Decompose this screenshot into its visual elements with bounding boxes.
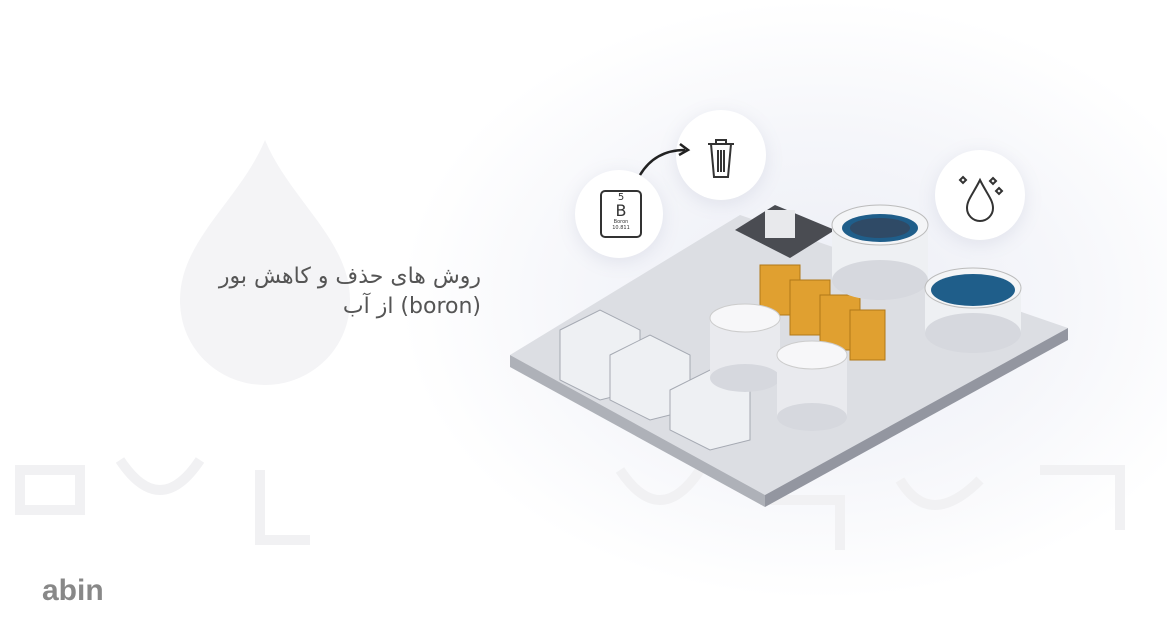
title-line-2: (boron) از آب xyxy=(342,294,481,319)
arrow-icon xyxy=(638,148,686,176)
element-symbol: B xyxy=(615,201,627,220)
element-mass: 10.811 xyxy=(612,225,630,231)
page-title: روش های حذف و کاهش بور (boron) از آب xyxy=(219,262,481,322)
trash-circle xyxy=(676,110,766,200)
clarifier-tank xyxy=(831,204,929,300)
element-number: 5 xyxy=(617,192,625,203)
title-line-1: روش های حذف و کاهش بور xyxy=(218,264,481,289)
element-name: Boron xyxy=(613,219,629,225)
water-drop-sparkle-icon xyxy=(958,175,1004,222)
trash-icon xyxy=(708,139,734,178)
storage-tank xyxy=(776,340,848,431)
boron-element-circle: 5 B Boron 10.811 xyxy=(575,170,663,258)
storage-tank xyxy=(709,303,781,392)
water-tank xyxy=(924,267,1022,353)
abin-logo: abin xyxy=(42,574,104,607)
water-circle xyxy=(935,150,1025,240)
boron-element-icon: 5 B Boron 10.811 xyxy=(600,190,642,238)
yellow-filter-racks xyxy=(759,264,886,361)
